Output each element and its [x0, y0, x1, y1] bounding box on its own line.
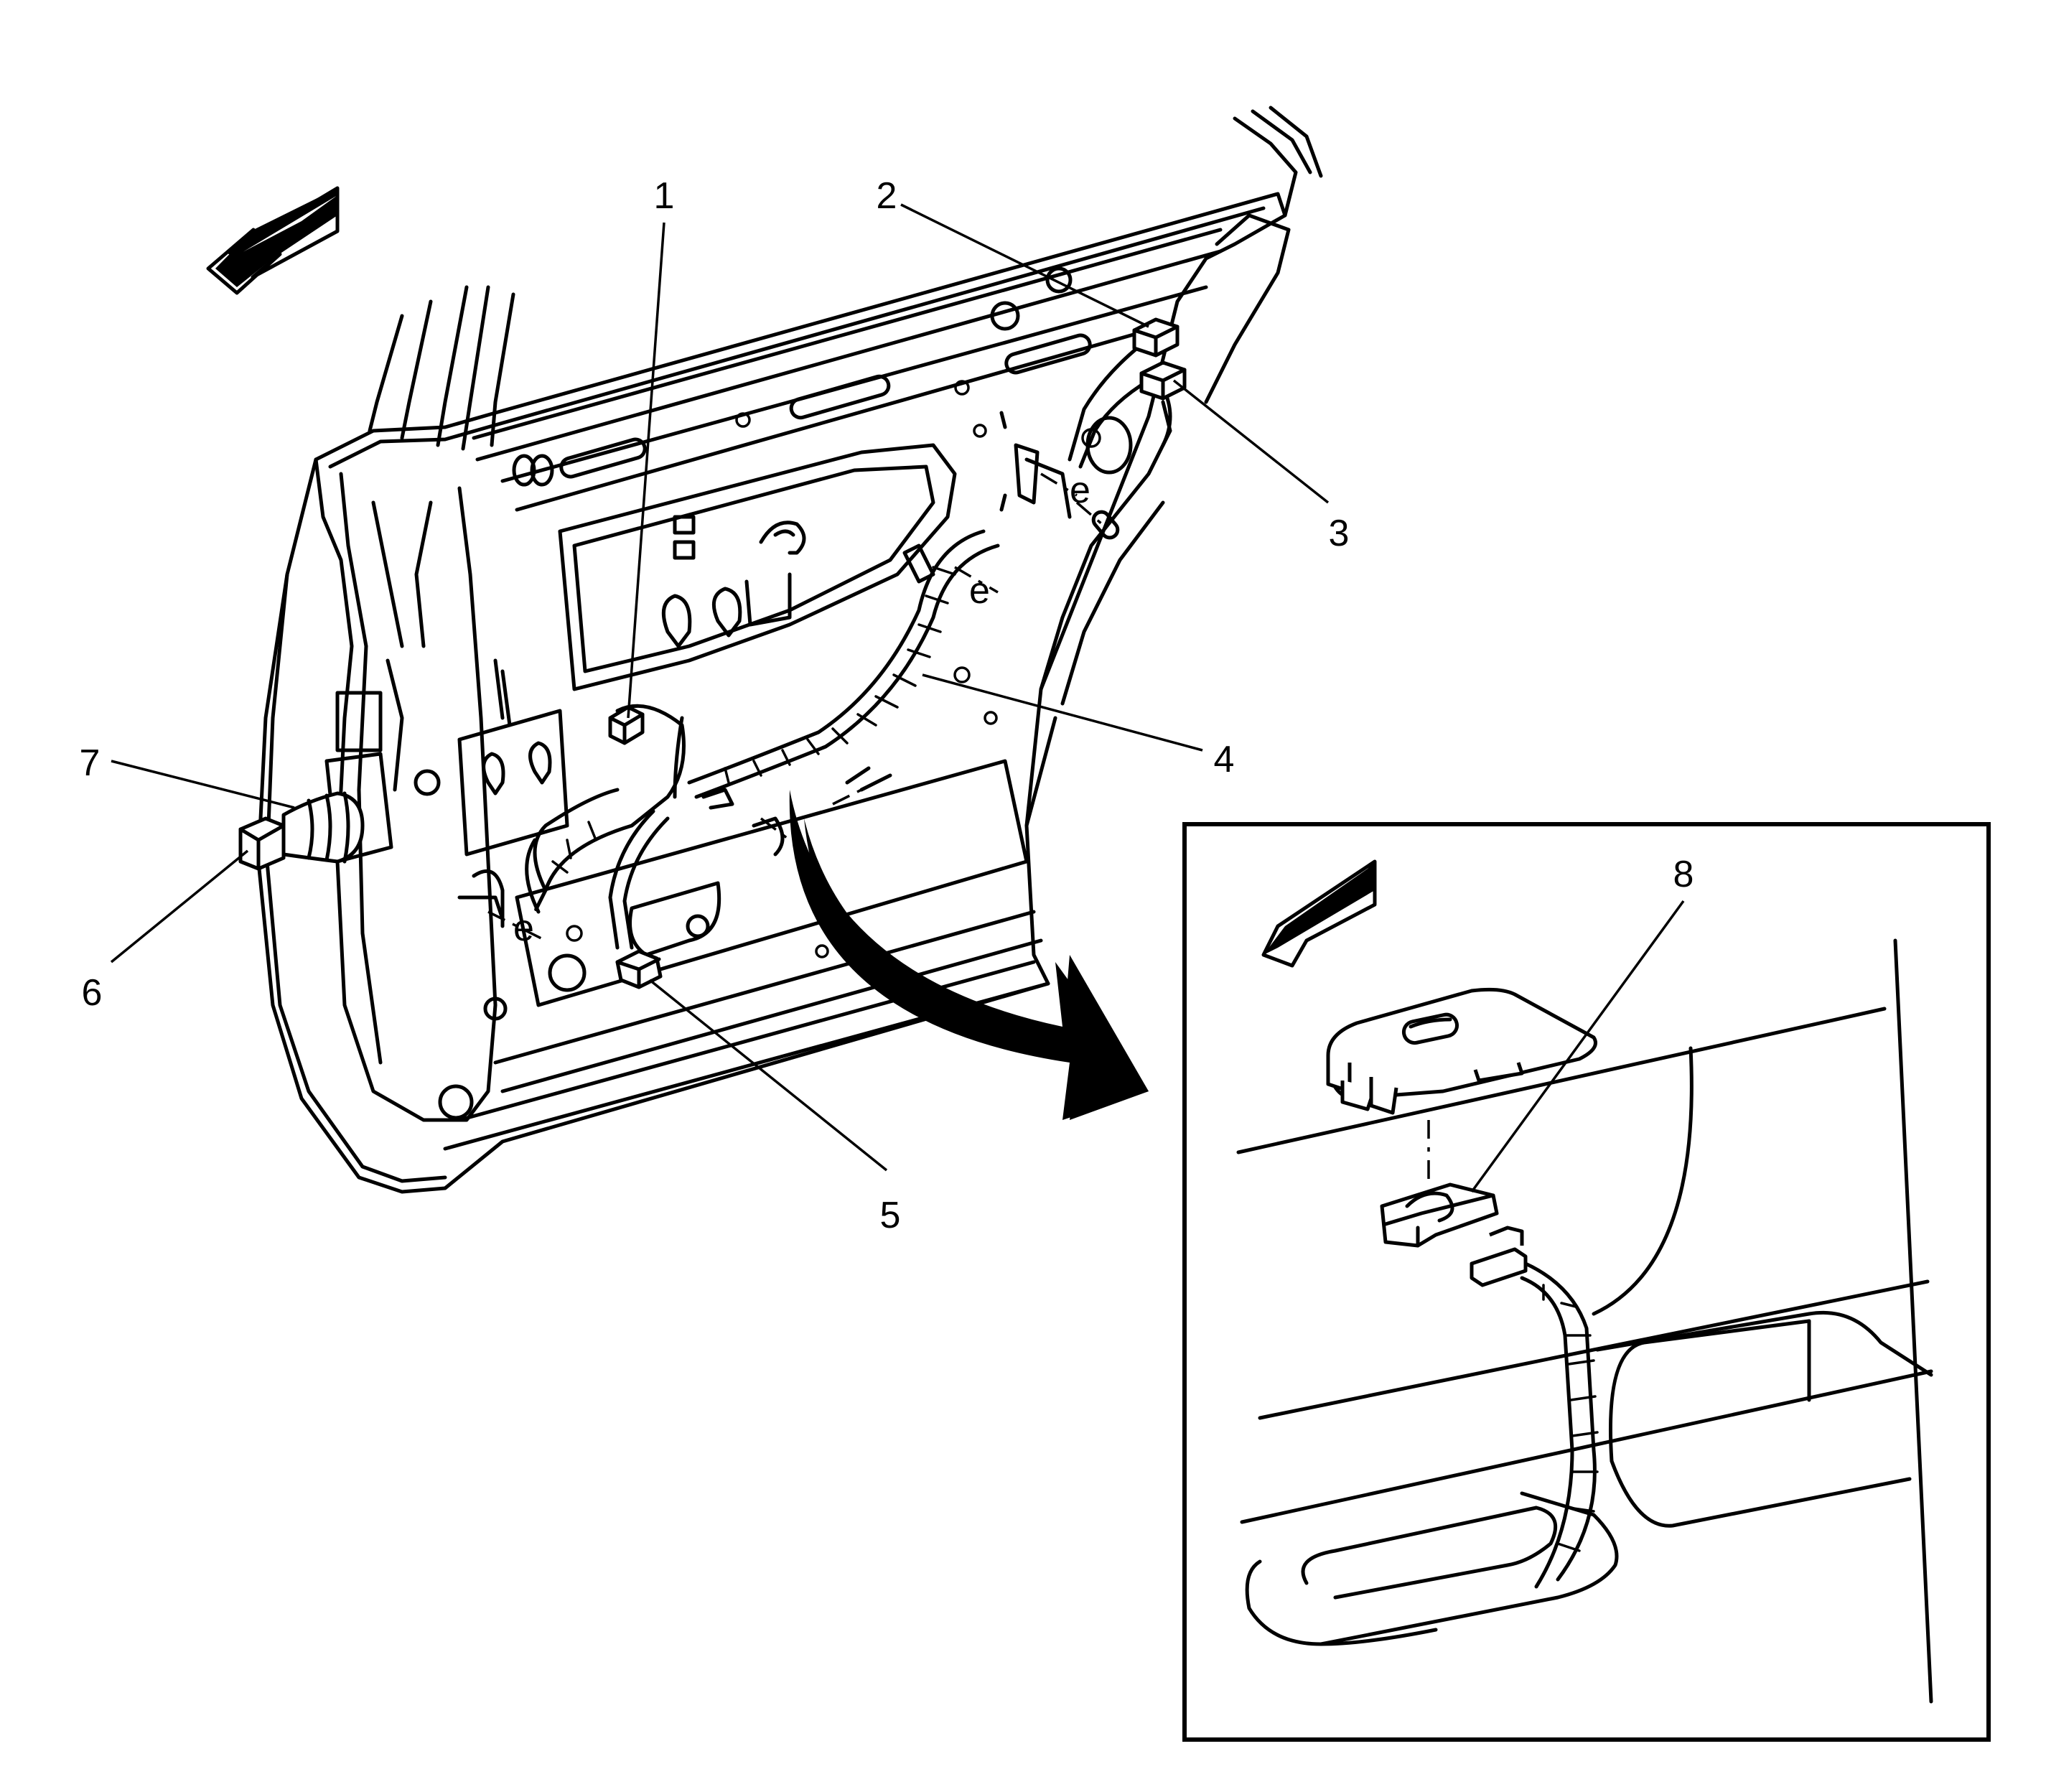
wiring-harness: e e: [457, 342, 1172, 950]
connector-2: [1132, 317, 1180, 358]
callout-2: 2: [877, 175, 897, 217]
callout-1: 1: [654, 175, 675, 217]
svg-text:e: e: [969, 570, 990, 612]
callout-6: 6: [82, 972, 103, 1014]
callout-labels: 1 2 3 4 5 6 7 8: [80, 175, 1694, 1236]
svg-text:e: e: [513, 907, 534, 949]
connector-5: [615, 949, 663, 989]
window-switch-8: [1380, 1182, 1499, 1248]
front-direction-arrow-icon: [206, 186, 340, 295]
detail-arrow-icon: [789, 790, 1149, 1120]
connector-1: [608, 705, 645, 745]
detail-inset: [1182, 822, 1991, 1742]
door-inner-panel: e: [256, 106, 1323, 1194]
svg-text:e: e: [1070, 470, 1090, 511]
door-jamb-switch: [238, 791, 365, 871]
callout-4: 4: [1214, 739, 1235, 780]
callout-7: 7: [80, 742, 101, 784]
callout-3: 3: [1329, 513, 1350, 554]
connector-3: [1139, 360, 1187, 401]
callout-8: 8: [1673, 854, 1694, 895]
leader-lines: [110, 203, 1685, 1193]
callout-5: 5: [880, 1195, 901, 1236]
inset-front-direction-arrow-icon: [1261, 859, 1377, 968]
